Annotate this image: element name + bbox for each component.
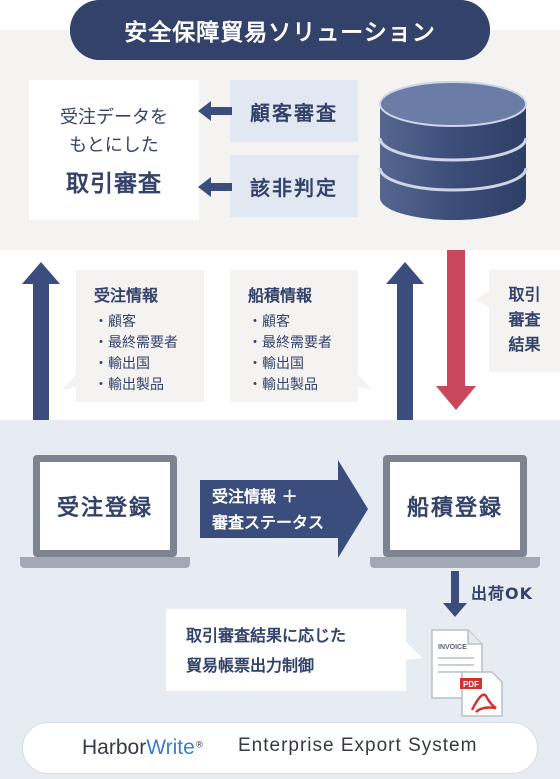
order-info-item: ・輸出国 (94, 356, 150, 372)
shipping-info-up-arrow-icon (386, 262, 424, 422)
ship-ok-label: 出荷OK (471, 584, 534, 603)
shipping-info-item: ・輸出製品 (248, 377, 318, 393)
brand-logo: HarborWrite® (82, 736, 204, 760)
output-control-bubble (166, 609, 406, 691)
bubble-tail (62, 372, 78, 390)
output-control-text: 取引審査結果に応じた 貿易帳票出力制御 (186, 621, 386, 681)
screening-description: 受注データを もとにした (29, 104, 199, 160)
invoice-pdf-icon: INVOICE PDF (431, 629, 503, 717)
order-info-content: 受注情報 ・顧客 ・最終需要者 ・輸出国 ・輸出製品 (94, 282, 178, 396)
invoice-label: INVOICE (438, 644, 467, 651)
result-line: 取引 (508, 285, 541, 304)
bubble-tail (475, 290, 491, 308)
screening-result-label: 取引 審査 結果 (489, 270, 560, 372)
order-info-item: ・輸出製品 (94, 377, 164, 393)
customer-screening-box: 顧客審査 (230, 80, 358, 142)
ship-ok-down-arrow-icon (443, 571, 467, 617)
shipping-info-title: 船積情報 (248, 286, 313, 305)
shipping-info-item: ・顧客 (248, 314, 290, 330)
order-info-bubble (76, 270, 204, 402)
control-line-1: 取引審査結果に応じた (186, 626, 347, 645)
order-registration-label: 受注登録 (56, 496, 153, 521)
shipping-info-bubble (230, 270, 358, 402)
order-info-item: ・顧客 (94, 314, 136, 330)
registered-mark: ® (194, 740, 204, 751)
database-icon (378, 81, 528, 220)
brand-name-part1: Harbor (82, 736, 147, 759)
transfer-right-arrow-icon (200, 460, 368, 558)
result-line: 審査 (508, 310, 541, 329)
shipping-registration-label: 船積登録 (406, 496, 503, 521)
control-line-2: 貿易帳票出力制御 (186, 656, 315, 675)
result-down-arrow-icon (436, 250, 476, 410)
bubble-tail (404, 640, 422, 660)
bubble-tail (356, 372, 372, 390)
order-info-up-arrow-icon (22, 262, 60, 422)
order-info-title: 受注情報 (94, 286, 159, 305)
screening-description-box (29, 80, 199, 220)
left-arrow-icon (198, 101, 232, 121)
laptop-icon (370, 455, 540, 568)
laptop-icon (20, 455, 190, 568)
shipping-info-content: 船積情報 ・顧客 ・最終需要者 ・輸出国 ・輸出製品 (248, 282, 332, 396)
screening-line-1: 受注データを (60, 107, 168, 128)
classification-box: 該非判定 (230, 155, 358, 217)
footer-brand-bar (22, 722, 538, 774)
page-title-overlay: 安全保障貿易ソリューション (70, 0, 490, 60)
transfer-label: 受注情報 ＋ 審査ステータス (212, 484, 324, 536)
result-line: 結果 (508, 335, 541, 354)
shipping-info-item: ・輸出国 (248, 356, 304, 372)
order-info-item: ・最終需要者 (94, 335, 178, 351)
left-arrow-icon (198, 177, 232, 197)
transfer-line-2: 審査ステータス (212, 513, 325, 532)
pdf-label: PDF (463, 680, 479, 689)
transfer-line-1: 受注情報 ＋ (212, 487, 298, 506)
screening-line-2: もとにした (69, 135, 159, 156)
brand-tagline: Enterprise Export System (238, 735, 478, 756)
screening-heading: 取引審査 (66, 171, 162, 197)
brand-name-part2: Write (146, 736, 195, 759)
shipping-info-item: ・最終需要者 (248, 335, 332, 351)
